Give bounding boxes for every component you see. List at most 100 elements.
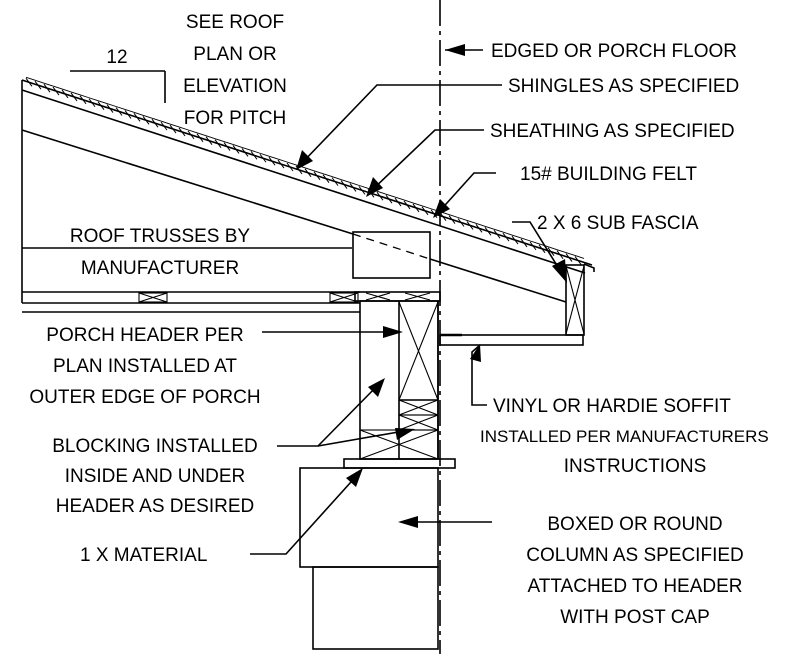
truss-box — [352, 231, 431, 279]
shingle-mark — [43, 83, 51, 93]
shingle-mark — [457, 218, 465, 227]
shingle-mark — [268, 156, 276, 166]
soffit-callout-line-1: VINYL OR HARDIE SOFFIT — [493, 396, 731, 417]
pitch-indicator — [70, 70, 166, 103]
shingle-mark — [403, 200, 411, 210]
pitch-note-line-3: ELEVATION — [183, 76, 287, 97]
shingle-mark — [52, 86, 60, 96]
shingle-mark — [259, 153, 267, 163]
shingle-mark — [187, 129, 198, 134]
shingles-callout: SHINGLES AS SPECIFIED — [508, 76, 739, 97]
felt-callout: 15# BUILDING FELT — [520, 164, 697, 185]
shingle-mark — [34, 79, 45, 84]
shingle-mark — [169, 124, 177, 134]
shingles-layer — [25, 76, 585, 265]
leaders — [22, 44, 567, 555]
shingle-mark — [403, 199, 414, 204]
shingle-mark — [421, 205, 432, 210]
shingle-mark — [259, 152, 270, 157]
shingle-mark — [97, 100, 108, 105]
soffit-callout-line-3: INSTRUCTIONS — [564, 456, 707, 477]
shingle-mark — [412, 202, 423, 207]
shingle-mark — [124, 110, 132, 119]
shingle-mark — [376, 191, 384, 201]
column-callout-line-3: ATTACHED TO HEADER — [527, 576, 742, 597]
shingle-mark — [349, 183, 357, 192]
shingle-mark — [511, 235, 519, 245]
fascia-callout: 2 X 6 SUB FASCIA — [537, 213, 699, 234]
shingle-mark — [277, 158, 288, 163]
shingle-mark — [547, 246, 558, 251]
shingle-mark — [448, 215, 456, 224]
shingle-mark — [376, 190, 387, 195]
shingle-mark — [385, 194, 393, 204]
shingle-mark — [268, 155, 279, 160]
pitch-note-line-1: SEE ROOF — [186, 12, 284, 33]
sheathing-callout: SHEATHING AS SPECIFIED — [490, 121, 735, 142]
trusses-callout-line-2: MANUFACTURER — [81, 258, 239, 279]
shingle-mark — [133, 113, 141, 122]
shingle-mark — [223, 142, 231, 151]
shingle-mark — [502, 231, 513, 236]
shingle-mark — [223, 141, 234, 145]
shingle-mark — [331, 177, 339, 186]
shingle-mark — [25, 76, 36, 81]
shingle-mark — [142, 114, 153, 119]
blocking-callout-line-1: BLOCKING INSTALLED — [52, 436, 258, 457]
shingle-mark — [88, 98, 96, 108]
column-callout-line-1: BOXED OR ROUND — [547, 514, 722, 535]
shingle-mark — [286, 162, 294, 172]
shingle-mark — [43, 82, 54, 87]
shingle-mark — [79, 94, 90, 99]
shingle-mark — [70, 91, 81, 96]
shingle-mark — [484, 226, 492, 236]
pitch-note-line-4: FOR PITCH — [184, 108, 286, 129]
shingle-mark — [187, 130, 195, 140]
shingle-mark — [574, 255, 585, 259]
shingle-mark — [493, 228, 504, 233]
header-callout-line-1: PORCH HEADER PER — [46, 325, 243, 346]
shingle-mark — [520, 238, 528, 248]
shingle-mark — [205, 136, 213, 146]
shingle-mark — [61, 88, 72, 93]
shingle-mark — [394, 196, 405, 201]
shingle-mark — [151, 117, 162, 122]
shingle-mark — [160, 120, 171, 125]
shingle-mark — [466, 220, 477, 224]
shingle-mark — [25, 77, 33, 87]
shingle-mark — [457, 217, 468, 221]
shingle-mark — [439, 212, 447, 221]
shingle-mark — [313, 171, 321, 181]
shingle-mark — [214, 139, 222, 148]
shingle-mark — [322, 173, 333, 178]
trusses-callout-line-1: ROOF TRUSSES BY — [70, 226, 251, 247]
shingle-mark — [241, 148, 249, 157]
shingle-mark — [484, 225, 495, 230]
shingle-mark — [565, 253, 573, 262]
shingle-mark — [169, 123, 180, 128]
shingle-mark — [430, 209, 438, 219]
soffit-callout-line-2: INSTALLED PER MANUFACTURERS — [480, 427, 769, 446]
shingle-mark — [331, 176, 342, 180]
shingle-mark — [232, 145, 240, 154]
shingle-mark — [340, 179, 351, 183]
shingle-mark — [196, 132, 207, 137]
shingle-mark — [115, 107, 123, 116]
shingle-mark — [511, 234, 522, 239]
shingle-mark — [61, 89, 69, 99]
shingle-mark — [232, 144, 243, 148]
shingle-mark — [520, 237, 531, 242]
shingle-mark — [565, 252, 576, 256]
shingle-mark — [538, 244, 546, 254]
header-callout-line-3: OUTER EDGE OF PORCH — [29, 387, 260, 408]
shingle-mark — [214, 138, 225, 142]
header-callout-line-2: PLAN INSTALLED AT — [53, 356, 237, 377]
blocking-callout-line-3: HEADER AS DESIRED — [56, 496, 255, 517]
shingle-mark — [241, 146, 252, 151]
shingle-mark — [412, 203, 420, 213]
shingle-mark — [304, 167, 315, 172]
shingle-mark — [358, 184, 369, 189]
column-callout-line-2: COLUMN AS SPECIFIED — [526, 545, 744, 566]
soffit-and-fascia — [439, 263, 595, 346]
